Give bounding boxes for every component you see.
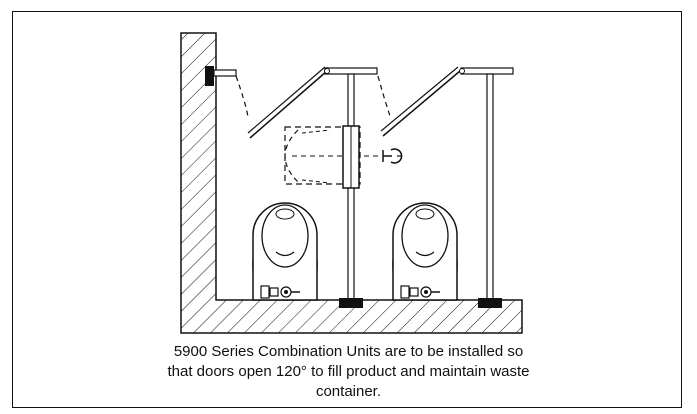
flush-valve-2 <box>400 285 440 299</box>
door-swing-arc-2 <box>377 75 391 117</box>
flush-valve-1 <box>260 285 300 299</box>
post-1-foot <box>339 298 363 308</box>
post-2 <box>486 73 494 301</box>
urinal-1 <box>252 202 318 301</box>
wall-bracket <box>205 66 214 86</box>
top-bar-2 <box>460 67 514 75</box>
caption-line-3: container. <box>315 383 382 400</box>
mirror-symbol-icon <box>382 148 403 164</box>
caption-line-2: that doors open 120° to fill product and… <box>167 363 530 380</box>
top-bar-1 <box>324 67 378 75</box>
pivot-1 <box>324 68 330 74</box>
figure-frame <box>12 11 682 408</box>
door-arm-2-inner <box>380 66 459 132</box>
door-swing-arc-1 <box>235 75 249 118</box>
door-arm-1 <box>249 70 328 139</box>
door-arm-2 <box>382 70 461 137</box>
caption-line-1: 5900 Series Combination Units are to be … <box>173 343 524 360</box>
post-2-foot <box>478 298 502 308</box>
door-arm-1-inner <box>247 66 326 134</box>
door-hinge-left <box>213 69 237 77</box>
pivot-2 <box>459 68 465 74</box>
figure-caption: 5900 Series Combination Units are to be … <box>60 342 637 402</box>
door-swing-arc-icon <box>284 126 380 185</box>
